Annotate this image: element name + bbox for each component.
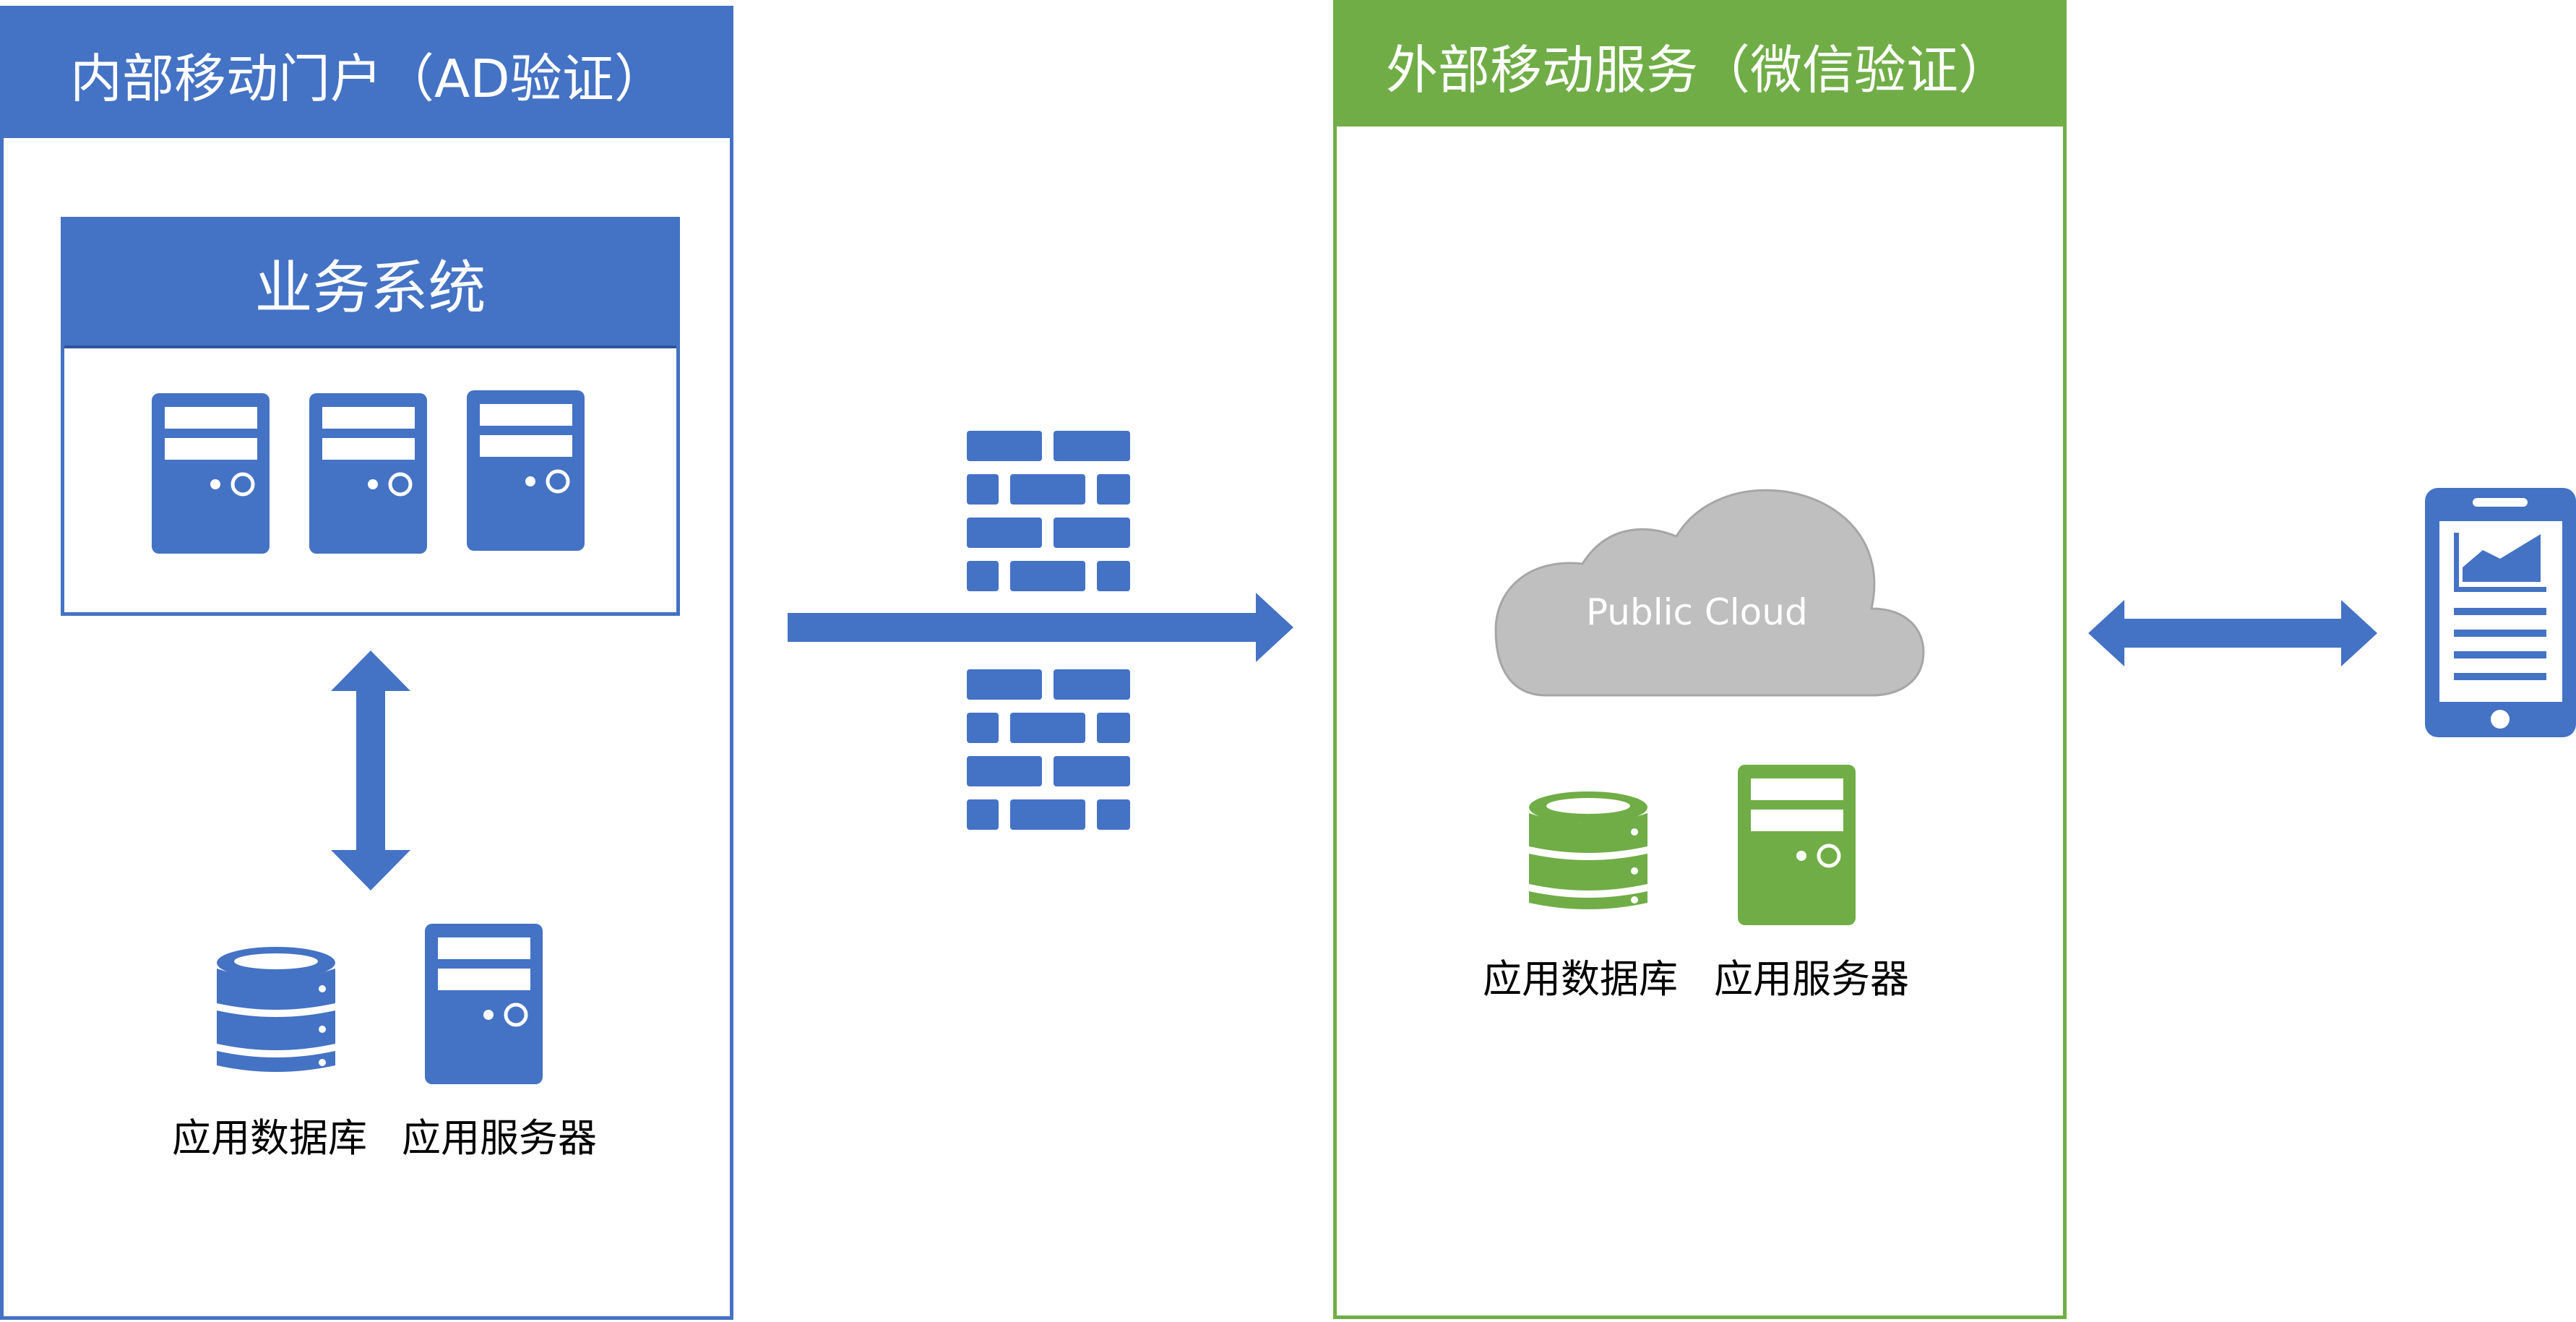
server-icon xyxy=(152,393,270,554)
app-server-label: 应用服务器 xyxy=(1714,956,1909,1002)
app-server-label: 应用服务器 xyxy=(402,1115,597,1161)
business-system-header: 业务系统 xyxy=(64,220,676,348)
external-service-header: 外部移动服务（微信验证） xyxy=(1337,4,2063,126)
database-icon xyxy=(1529,791,1647,909)
server-icon xyxy=(467,390,585,551)
right-arrow-icon xyxy=(788,593,1293,662)
server-icon xyxy=(425,924,543,1084)
business-system-title: 业务系统 xyxy=(254,254,486,322)
firewall-icon xyxy=(967,431,1130,830)
internal-portal-title: 内部移动门户（AD验证） xyxy=(70,48,666,109)
database-icon xyxy=(217,947,335,1072)
server-icon xyxy=(1738,765,1856,925)
mobile-phone-icon xyxy=(2425,488,2576,737)
cloud-label: Public Cloud xyxy=(1586,591,1808,633)
internal-portal-header: 内部移动门户（AD验证） xyxy=(4,9,730,138)
vertical-double-arrow-icon xyxy=(331,651,410,890)
external-service-title: 外部移动服务（微信验证） xyxy=(1386,39,2011,100)
app-database-label: 应用数据库 xyxy=(172,1115,367,1161)
server-icon xyxy=(309,393,427,554)
app-database-label: 应用数据库 xyxy=(1483,956,1678,1002)
horizontal-double-arrow-icon xyxy=(2088,600,2377,666)
cloud-icon xyxy=(1494,489,1925,697)
